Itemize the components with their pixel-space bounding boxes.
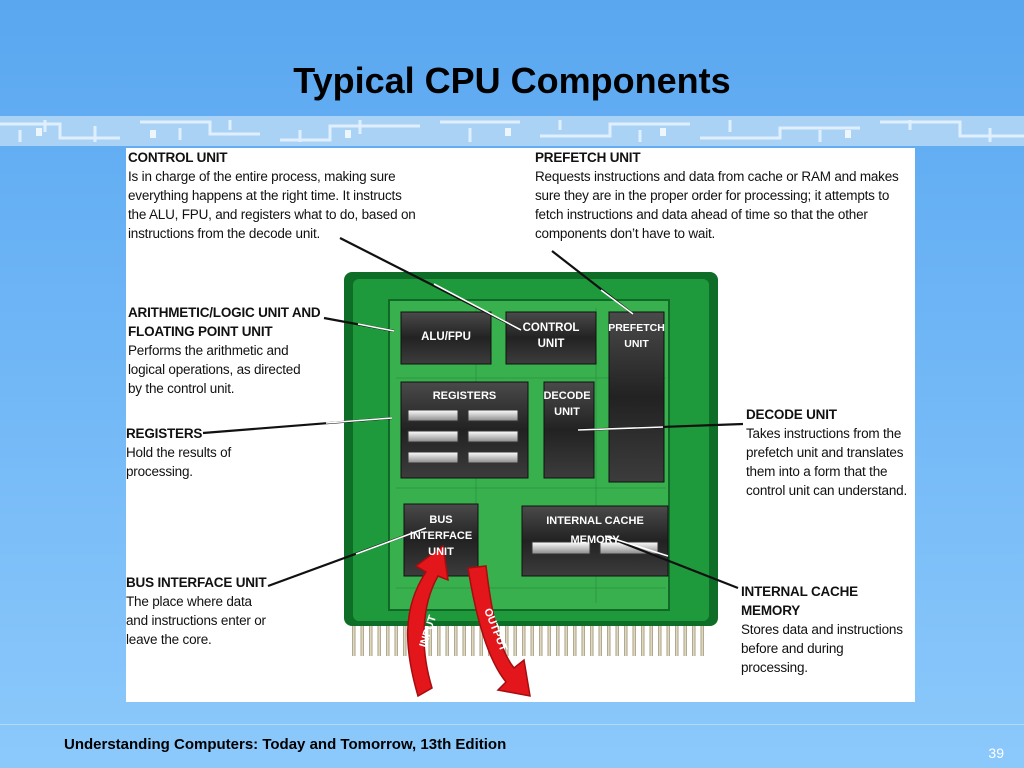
cpu-pin <box>360 624 364 656</box>
callout-line: by the control unit. <box>128 381 235 396</box>
cpu-pin <box>471 624 475 656</box>
registers-callout-title: REGISTERS <box>126 426 203 441</box>
callout-line: Is in charge of the entire process, maki… <box>128 169 396 184</box>
cpu-pin <box>394 624 398 656</box>
internal-cache-chip <box>521 505 669 577</box>
callout-line: them into a form that the <box>746 464 888 479</box>
cpu-pin <box>369 624 373 656</box>
alu-fpu-chip <box>400 311 492 365</box>
cpu-pin <box>598 624 602 656</box>
prefetch-unit-chip <box>608 311 665 483</box>
cpu-pin <box>632 624 636 656</box>
callout-line: sure they are in the proper order for pr… <box>535 188 890 203</box>
circuit-decoration-band <box>0 116 1024 146</box>
cpu-pin <box>700 624 704 656</box>
bus-interface-unit-callout: BUS INTERFACE UNIT The place where data … <box>126 573 267 649</box>
cpu-diagram-graphic: INPUT OUTPUT <box>202 237 744 698</box>
cpu-pin <box>547 624 551 656</box>
control-unit-callout-title: CONTROL UNIT <box>128 150 228 165</box>
decode-unit-callout-title: DECODE UNIT <box>746 407 837 422</box>
alu-fpu-callout: ARITHMETIC/LOGIC UNIT AND FLOATING POINT… <box>128 303 321 398</box>
cpu-pin <box>692 624 696 656</box>
prefetch-unit-callout: PREFETCH UNIT Requests instructions and … <box>535 148 899 243</box>
cpu-pin <box>556 624 560 656</box>
alu-fpu-callout-title: ARITHMETIC/LOGIC UNIT AND <box>128 305 321 320</box>
callout-line: The place where data <box>126 594 252 609</box>
cpu-pin <box>522 624 526 656</box>
callout-line: the ALU, FPU, and registers what to do, … <box>128 207 416 222</box>
callout-line: processing. <box>126 464 193 479</box>
cpu-pin <box>437 624 441 656</box>
callout-line: logical operations, as directed <box>128 362 301 377</box>
output-arrow <box>467 565 531 697</box>
cpu-pins <box>352 624 704 656</box>
callout-line: leave the core. <box>126 632 212 647</box>
callout-line: Takes instructions from the <box>746 426 902 441</box>
cpu-pin <box>539 624 543 656</box>
cpu-pin <box>581 624 585 656</box>
cpu-pin <box>649 624 653 656</box>
cpu-pin <box>675 624 679 656</box>
callout-line: Stores data and instructions <box>741 622 903 637</box>
callout-line: instructions from the decode unit. <box>128 226 321 241</box>
cpu-pin <box>590 624 594 656</box>
cpu-pin <box>624 624 628 656</box>
page-number: 39 <box>988 745 1004 761</box>
callout-line: prefetch unit and translates <box>746 445 904 460</box>
cpu-pin <box>573 624 577 656</box>
footer-divider <box>0 724 1024 725</box>
control-unit-chip <box>505 311 597 365</box>
callout-line: components don’t have to wait. <box>535 226 716 241</box>
prefetch-unit-callout-title: PREFETCH UNIT <box>535 150 641 165</box>
callout-line: Performs the arithmetic and <box>128 343 289 358</box>
callout-line: everything happens at the right time. It… <box>128 188 402 203</box>
cpu-pin <box>658 624 662 656</box>
cpu-pin <box>445 624 449 656</box>
input-arrow <box>407 544 449 698</box>
callout-line: fetch instructions and data ahead of tim… <box>535 207 868 222</box>
cpu-pin <box>615 624 619 656</box>
cpu-pin <box>666 624 670 656</box>
cpu-pin <box>386 624 390 656</box>
footer-text: Understanding Computers: Today and Tomor… <box>64 736 507 753</box>
cpu-pin <box>462 624 466 656</box>
cpu-pin <box>607 624 611 656</box>
cpu-pin <box>505 624 509 656</box>
cpu-pin <box>454 624 458 656</box>
slide-title: Typical CPU Components <box>293 60 731 101</box>
internal-cache-memory-callout: INTERNAL CACHE MEMORY Stores data and in… <box>741 582 915 677</box>
callout-line: Requests instructions and data from cach… <box>535 169 899 184</box>
control-unit-callout: CONTROL UNIT Is in charge of the entire … <box>128 148 416 243</box>
callout-line: control unit can understand. <box>746 483 908 498</box>
alu-fpu-callout-title: FLOATING POINT UNIT <box>128 324 273 339</box>
cpu-pin <box>564 624 568 656</box>
cpu-pin <box>352 624 356 656</box>
decode-unit-callout: DECODE UNIT Takes instructions from the … <box>746 405 907 500</box>
cpu-pin <box>683 624 687 656</box>
cpu-pin <box>377 624 381 656</box>
alu-fpu-chip-label: ALU/FPU <box>421 331 471 343</box>
cpu-pin <box>479 624 483 656</box>
cpu-pin <box>530 624 534 656</box>
bus-interface-unit-callout-title: BUS INTERFACE UNIT <box>126 575 267 590</box>
callout-line: processing. <box>741 660 808 675</box>
cpu-pin <box>428 624 432 656</box>
callout-line: Hold the results of <box>126 445 232 460</box>
cpu-pin <box>641 624 645 656</box>
cpu-pin <box>513 624 517 656</box>
registers-chip-label: REGISTERS <box>432 390 497 402</box>
internal-cache-memory-callout-title: INTERNAL CACHE MEMORY <box>741 584 858 618</box>
registers-callout: REGISTERS Hold the results of processing… <box>126 424 231 481</box>
callout-line: before and during <box>741 641 844 656</box>
cpu-pin <box>403 624 407 656</box>
callout-line: and instructions enter or <box>126 613 266 628</box>
